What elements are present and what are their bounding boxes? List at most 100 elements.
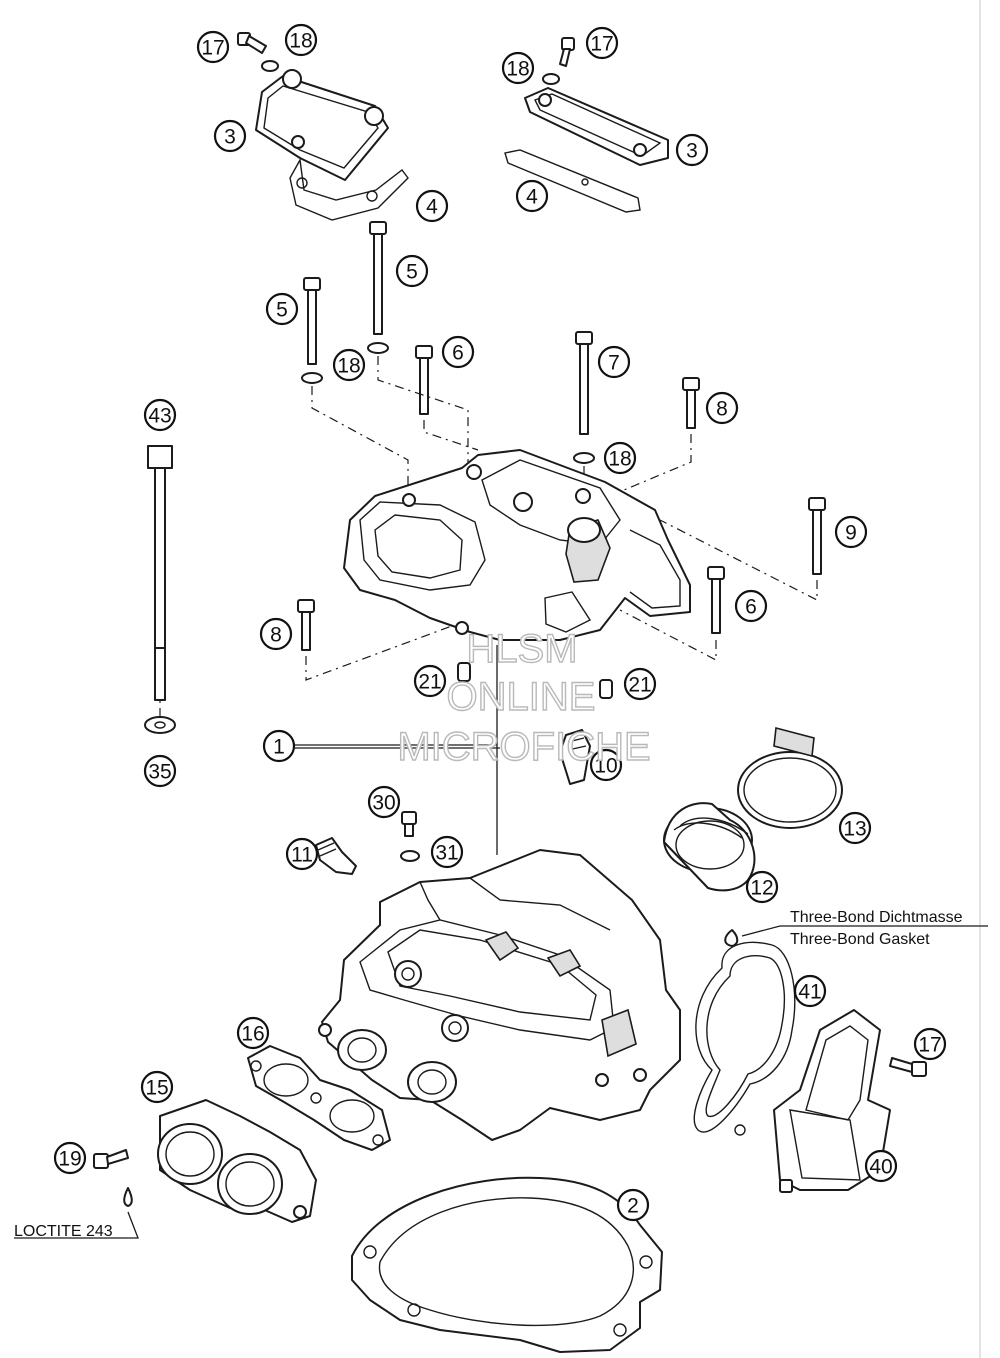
bolt-8-lower — [297, 599, 315, 651]
valve-cover-left — [255, 69, 389, 181]
svg-text:41: 41 — [798, 981, 821, 1004]
callout-11: 11 — [285, 837, 319, 871]
sealant-note-en: Three-Bond Gasket — [790, 931, 930, 948]
callout-13: 13 — [838, 811, 872, 845]
svg-text:7: 7 — [608, 352, 620, 375]
sealant-drop — [724, 929, 739, 947]
callout-40: 40 — [864, 1149, 898, 1183]
sealant-leader — [741, 925, 988, 937]
head-gasket-2 — [351, 1176, 663, 1353]
bolt-6-upper — [415, 345, 433, 415]
bolt-8-upper — [682, 377, 700, 429]
callout-18-d: 18 — [603, 441, 637, 475]
svg-text:6: 6 — [745, 596, 757, 619]
screw-17-topright — [559, 37, 575, 67]
washer-18-topleft — [261, 60, 279, 72]
svg-text:21: 21 — [418, 671, 441, 694]
watermark: HLSM ONLINE MICROFICHE — [397, 626, 652, 769]
svg-text:3: 3 — [224, 126, 236, 149]
bolt-5-center — [369, 221, 387, 335]
callout-1: 1 — [262, 729, 296, 763]
cover-40 — [773, 1009, 891, 1193]
svg-text:17: 17 — [201, 37, 224, 60]
callout-8-b: 8 — [259, 617, 293, 651]
callout-10: 10 — [589, 748, 623, 782]
callout-17-b: 17 — [585, 26, 619, 60]
callout-35: 35 — [143, 754, 177, 788]
svg-text:2: 2 — [627, 1195, 639, 1218]
cover-gasket-left — [289, 157, 409, 221]
loctite-leader — [14, 1211, 139, 1239]
svg-text:5: 5 — [406, 261, 418, 284]
stud-43 — [147, 445, 173, 701]
hose-clamp-13 — [737, 726, 843, 829]
svg-text:30: 30 — [372, 792, 395, 815]
callout-5-a: 5 — [265, 292, 299, 326]
callout-43: 43 — [143, 398, 177, 432]
svg-text:17: 17 — [918, 1034, 941, 1057]
screw-19 — [93, 1149, 129, 1169]
callout-17-c: 17 — [913, 1027, 947, 1061]
callout-2: 2 — [616, 1188, 650, 1222]
callout-15: 15 — [140, 1070, 174, 1104]
bolt-6-lower — [707, 566, 725, 634]
washer-35 — [144, 716, 176, 734]
callout-30: 30 — [367, 785, 401, 819]
loctite-note: LOCTITE 243 — [14, 1223, 113, 1240]
callout-4-a: 4 — [415, 189, 449, 223]
svg-text:12: 12 — [750, 877, 773, 900]
svg-text:9: 9 — [845, 522, 857, 545]
callout-16: 16 — [236, 1016, 270, 1050]
cylinder-head — [318, 849, 681, 1141]
callout-12: 12 — [745, 870, 779, 904]
callout-31: 31 — [430, 835, 464, 869]
svg-text:11: 11 — [291, 844, 313, 867]
screw-17-topleft — [237, 32, 267, 54]
screw-17-right — [889, 1057, 927, 1077]
dowel-21-right — [599, 679, 613, 699]
svg-text:35: 35 — [148, 761, 171, 784]
watermark-line-1: HLSM — [466, 627, 577, 671]
svg-text:15: 15 — [145, 1077, 168, 1100]
callout-9: 9 — [834, 515, 868, 549]
svg-text:4: 4 — [526, 186, 538, 209]
svg-text:16: 16 — [241, 1023, 264, 1046]
callout-6-b: 6 — [734, 589, 768, 623]
valve-cover-right — [524, 87, 669, 166]
camshaft-carrier — [343, 449, 691, 641]
bolt-5-left — [303, 277, 321, 365]
sealant-note-de: Three-Bond Dichtmasse — [790, 909, 963, 926]
svg-text:4: 4 — [426, 196, 438, 219]
watermark-line-2: ONLINE — [447, 675, 596, 719]
washer-18-left — [301, 372, 323, 384]
callout-18-c: 18 — [332, 348, 366, 382]
svg-text:31: 31 — [435, 842, 458, 865]
callout-18-a: 18 — [284, 23, 318, 57]
svg-text:8: 8 — [270, 624, 282, 647]
svg-text:40: 40 — [869, 1156, 892, 1179]
intake-flange-12 — [663, 802, 756, 892]
svg-text:43: 43 — [148, 405, 171, 428]
bolt-7 — [575, 331, 593, 435]
callout-19: 19 — [53, 1141, 87, 1175]
svg-text:1: 1 — [273, 736, 285, 759]
callout-7: 7 — [597, 345, 631, 379]
screw-30 — [401, 811, 417, 837]
callout-41: 41 — [793, 974, 827, 1008]
dowel-21-left — [457, 662, 471, 682]
watermark-line-3: MICROFICHE — [397, 725, 650, 769]
washer-18-topright — [542, 73, 560, 85]
callout-3-b: 3 — [675, 133, 709, 167]
svg-text:6: 6 — [452, 342, 464, 365]
svg-text:18: 18 — [337, 355, 360, 378]
washer-18-right — [573, 452, 595, 464]
bolt-9 — [808, 497, 826, 575]
exhaust-flange-15 — [157, 1099, 317, 1223]
gasket-41 — [693, 941, 796, 1136]
svg-text:17: 17 — [590, 33, 613, 56]
callout-5-b: 5 — [395, 254, 429, 288]
svg-text:3: 3 — [686, 140, 698, 163]
washer-35-hole — [154, 721, 166, 729]
svg-text:19: 19 — [58, 1148, 81, 1171]
